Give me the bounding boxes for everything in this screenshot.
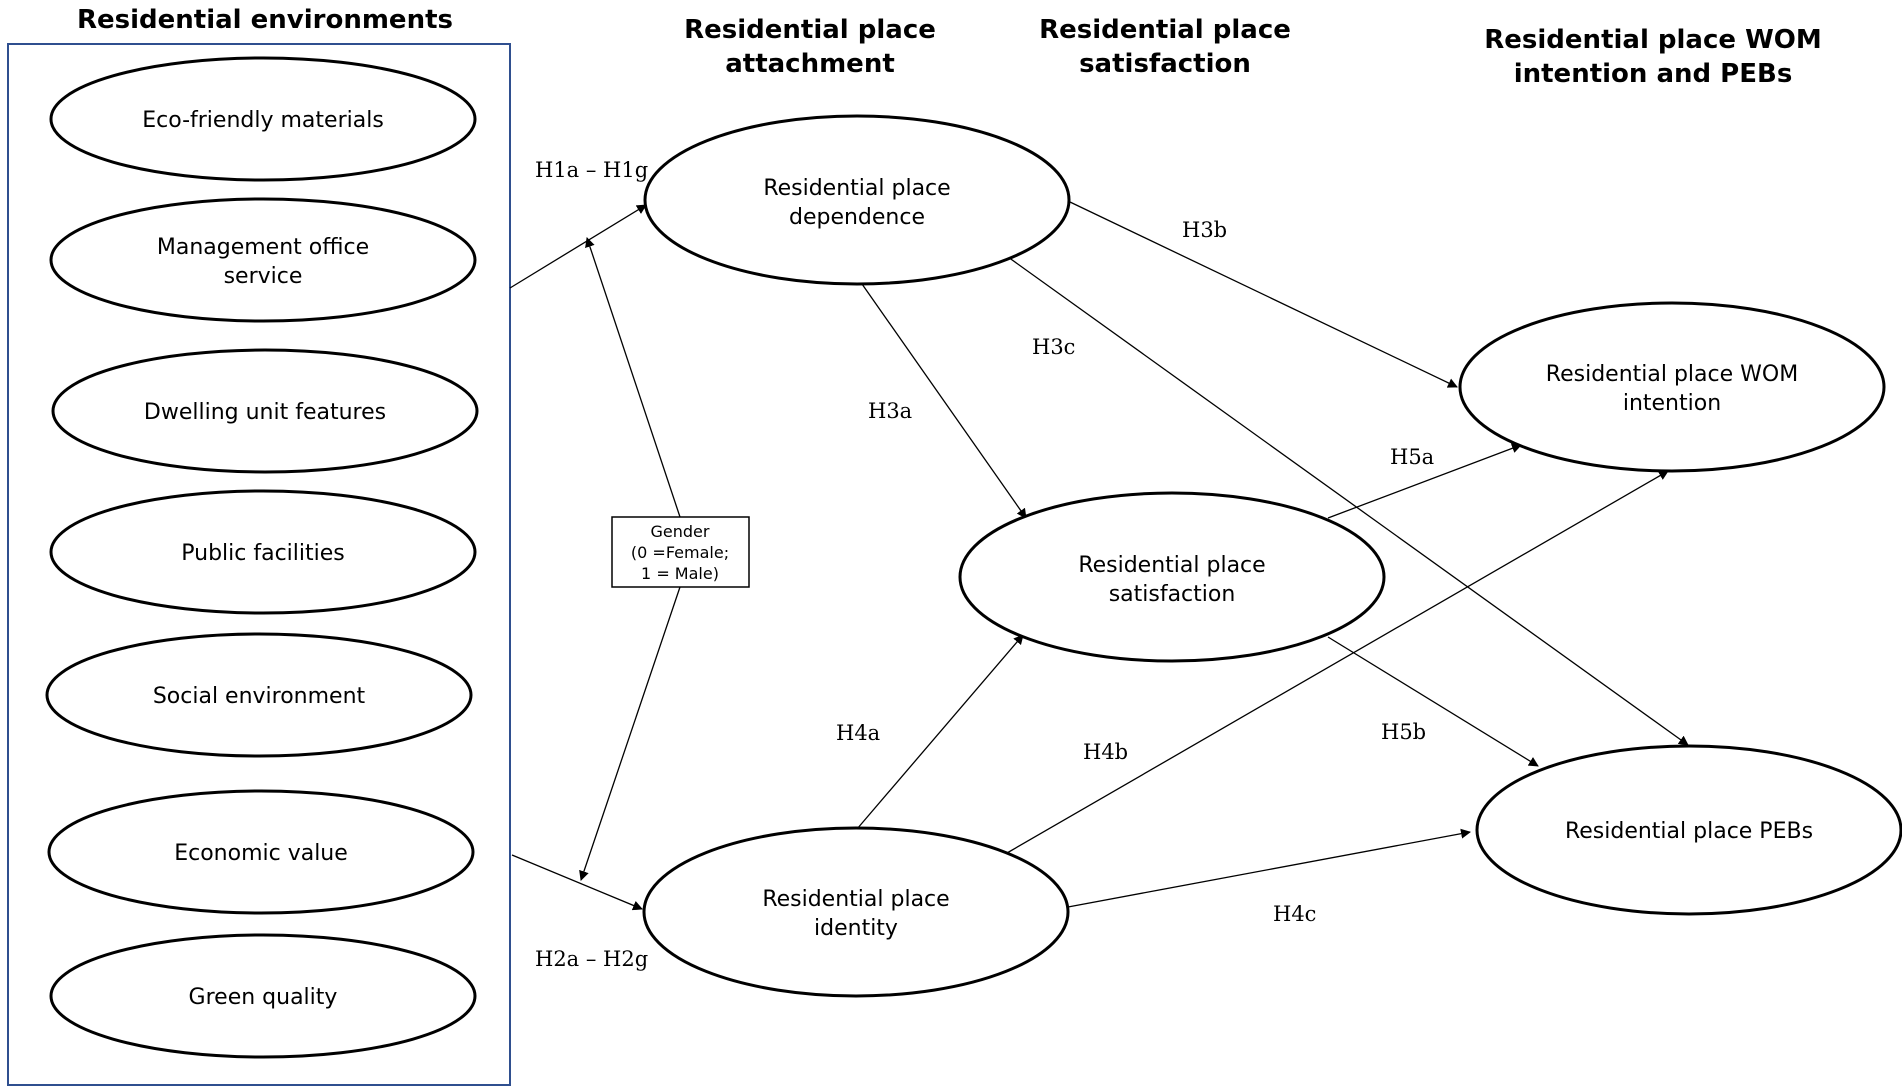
hypothesis-label-h2: H2a – H2g: [535, 947, 648, 971]
environments-frame: [7, 43, 511, 1086]
env-node-social-environment: Social environment: [45, 632, 473, 758]
edge-h1: [509, 204, 647, 289]
env-label: Dwelling unit features: [144, 400, 386, 425]
node-label-line1: Residential place: [1078, 553, 1265, 578]
env-label: Public facilities: [181, 541, 345, 566]
env-label: Green quality: [189, 985, 338, 1010]
env-node-dwelling-unit-features: Dwelling unit features: [51, 348, 479, 474]
env-node-green-quality: Green quality: [49, 933, 477, 1059]
hypothesis-label-h4c: H4c: [1273, 902, 1316, 926]
edge-h5b: [1327, 636, 1539, 767]
heading-outcomes-line2: intention and PEBs: [1514, 59, 1793, 89]
node-label-line2: intention: [1623, 391, 1721, 416]
hypothesis-label-h5b: H5b: [1381, 720, 1426, 744]
gender-moderator-box: Gender (0 =Female; 1 = Male): [611, 516, 750, 588]
heading-outcomes-line1: Residential place WOM: [1484, 25, 1821, 55]
node-pebs: Residential place PEBs: [1475, 744, 1902, 916]
edge-h3b: [1069, 201, 1458, 388]
edge-h4a: [856, 634, 1024, 830]
env-node-public-facilities: Public facilities: [49, 489, 477, 615]
env-node-economic-value: Economic value: [47, 789, 475, 915]
hypothesis-label-h3a: H3a: [868, 399, 912, 423]
gender-label-line3: 1 = Male): [641, 564, 719, 583]
heading-place-attachment-line1: Residential place: [684, 15, 936, 45]
node-label-line1: Residential place: [762, 887, 949, 912]
edge-h5a: [1327, 443, 1522, 519]
node-label-line1: Residential place: [763, 176, 950, 201]
hypothesis-label-h4b: H4b: [1083, 740, 1128, 764]
node-label-line2: dependence: [789, 205, 925, 230]
edge-h4b: [1006, 470, 1669, 854]
gender-label-line1: Gender: [651, 522, 710, 541]
gender-label-line2: (0 =Female;: [631, 543, 729, 562]
env-label: Economic value: [174, 841, 348, 866]
edge-h3c: [1007, 256, 1689, 746]
heading-place-satisfaction-line1: Residential place: [1039, 15, 1291, 45]
edge-gender-to-h1: [585, 237, 681, 518]
env-node-management-office-service: Management office service: [49, 197, 477, 323]
node-place-dependence: Residential place dependence: [643, 114, 1071, 286]
env-node-eco-friendly-materials: Eco-friendly materials: [49, 56, 477, 182]
node-place-satisfaction: Residential place satisfaction: [958, 491, 1386, 663]
edge-h3a: [861, 283, 1027, 519]
edge-h2: [511, 854, 643, 911]
edge-h4c: [1067, 828, 1471, 908]
heading-place-satisfaction-line2: satisfaction: [1079, 49, 1251, 79]
heading-place-attachment-line2: attachment: [725, 49, 895, 79]
node-place-identity: Residential place identity: [642, 826, 1070, 998]
node-label: Residential place PEBs: [1565, 819, 1813, 844]
env-label-line2: service: [224, 264, 303, 289]
env-label: Social environment: [153, 684, 366, 709]
hypothesis-label-h5a: H5a: [1390, 445, 1434, 469]
node-wom-intention: Residential place WOM intention: [1458, 301, 1886, 473]
hypothesis-label-h3c: H3c: [1032, 335, 1075, 359]
heading-residential-environments: Residential environments: [77, 5, 453, 35]
node-label-line1: Residential place WOM: [1546, 362, 1798, 387]
hypothesis-label-h1: H1a – H1g: [535, 158, 648, 182]
edge-gender-to-h2: [579, 586, 681, 881]
node-label-line2: satisfaction: [1109, 582, 1236, 607]
env-label-line1: Management office: [157, 235, 369, 260]
node-label-line2: identity: [814, 916, 898, 941]
hypothesis-label-h3b: H3b: [1182, 218, 1227, 242]
hypothesis-label-h4a: H4a: [836, 721, 880, 745]
env-label: Eco-friendly materials: [142, 108, 384, 133]
